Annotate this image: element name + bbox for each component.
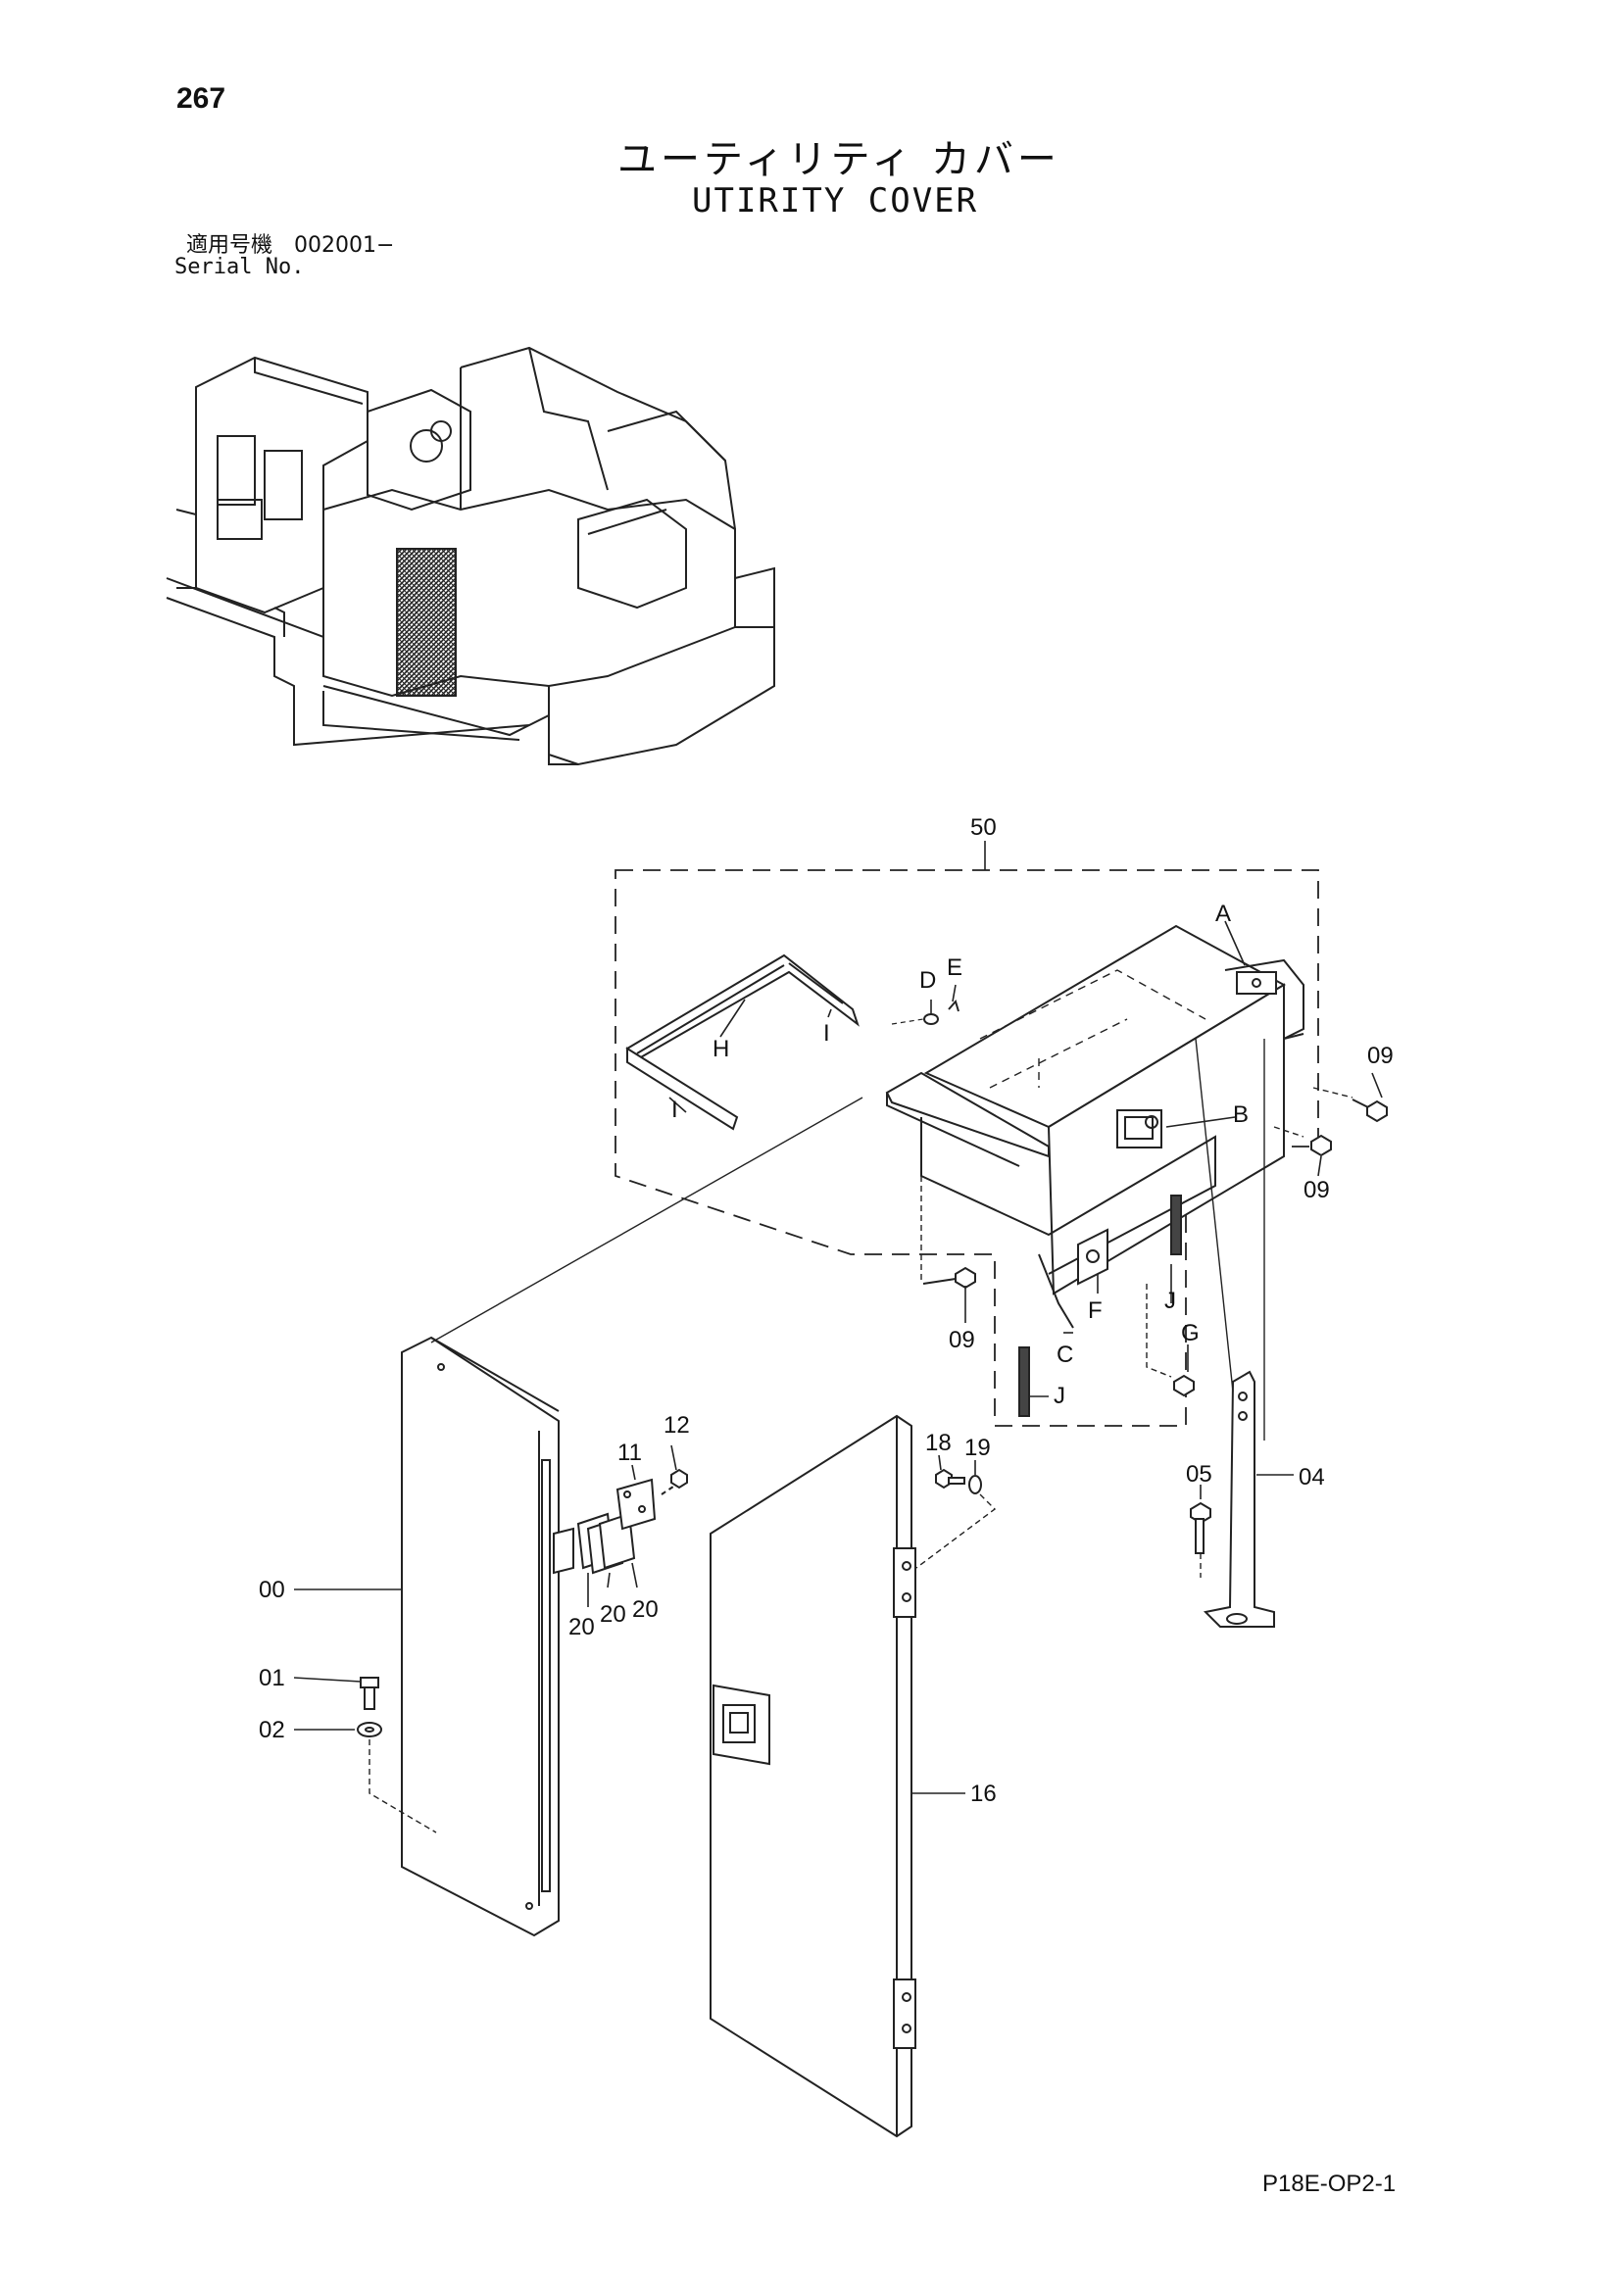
serial-label: Serial No. bbox=[174, 255, 305, 279]
callout-12: 12 bbox=[664, 1412, 690, 1439]
callout-05: 05 bbox=[1186, 1461, 1212, 1488]
serial-applicability: 適用号機 002001− bbox=[186, 233, 395, 258]
drawing-code: P18E-OP2-1 bbox=[1262, 2171, 1397, 2197]
hinge-plates bbox=[553, 1468, 688, 1575]
callout-b: B bbox=[1233, 1101, 1249, 1128]
callout-50: 50 bbox=[970, 814, 997, 841]
callout-c: C bbox=[1057, 1342, 1073, 1368]
callout-00: 00 bbox=[259, 1577, 285, 1603]
callout-d: D bbox=[919, 967, 936, 994]
callout-20-middle: 20 bbox=[600, 1601, 626, 1628]
callout-j-upper: J bbox=[1164, 1288, 1176, 1314]
callout-19: 19 bbox=[964, 1435, 991, 1461]
door-16 bbox=[710, 1414, 916, 2138]
assembly-50-outline bbox=[615, 869, 1319, 1427]
callout-02: 02 bbox=[259, 1717, 285, 1743]
title-english: UTIRITY COVER bbox=[692, 181, 979, 220]
callout-04: 04 bbox=[1299, 1464, 1325, 1490]
bolt-09-middle bbox=[1273, 1126, 1332, 1157]
callout-i-lower: I bbox=[671, 1097, 678, 1123]
bolt-01-washer-02 bbox=[357, 1677, 437, 1833]
callout-j-lower: J bbox=[1054, 1383, 1065, 1409]
callout-01: 01 bbox=[259, 1665, 285, 1691]
callout-labels: 50 A B C D E F G H I I J J 09 09 09 04 0… bbox=[259, 814, 1394, 1807]
machine-overview bbox=[166, 346, 775, 766]
callout-f: F bbox=[1088, 1297, 1103, 1324]
seal-frame-h bbox=[625, 953, 860, 1131]
bolt-g bbox=[1146, 1284, 1195, 1397]
callout-20-left: 20 bbox=[568, 1614, 595, 1640]
bolt-09-upper bbox=[1312, 1087, 1388, 1123]
bracket-04 bbox=[1190, 1038, 1275, 1628]
callout-09-middle: 09 bbox=[1303, 1177, 1330, 1203]
side-cover-00 bbox=[401, 1097, 863, 1937]
callout-g: G bbox=[1181, 1320, 1200, 1346]
callout-18: 18 bbox=[925, 1430, 952, 1456]
callout-20-right: 20 bbox=[632, 1596, 659, 1623]
callout-16: 16 bbox=[970, 1781, 997, 1807]
washer-d bbox=[891, 1013, 939, 1025]
callout-09-upper: 09 bbox=[1367, 1043, 1394, 1069]
pin-e bbox=[948, 999, 959, 1012]
callout-e: E bbox=[947, 954, 962, 981]
page-number: 267 bbox=[176, 82, 226, 115]
bolt-09-lower bbox=[920, 1176, 976, 1290]
callout-a: A bbox=[1215, 901, 1231, 927]
bolts bbox=[891, 999, 1388, 1397]
callout-09-lower: 09 bbox=[949, 1327, 975, 1353]
leader-lines bbox=[293, 841, 1383, 1794]
title-japanese: ユーティリティ カバー bbox=[617, 137, 1060, 182]
callout-h: H bbox=[713, 1036, 729, 1062]
utility-box bbox=[885, 924, 1304, 1417]
callout-i-upper: I bbox=[823, 1020, 830, 1047]
callout-11: 11 bbox=[617, 1440, 642, 1466]
bolt-18-washer-19 bbox=[915, 1468, 997, 1569]
